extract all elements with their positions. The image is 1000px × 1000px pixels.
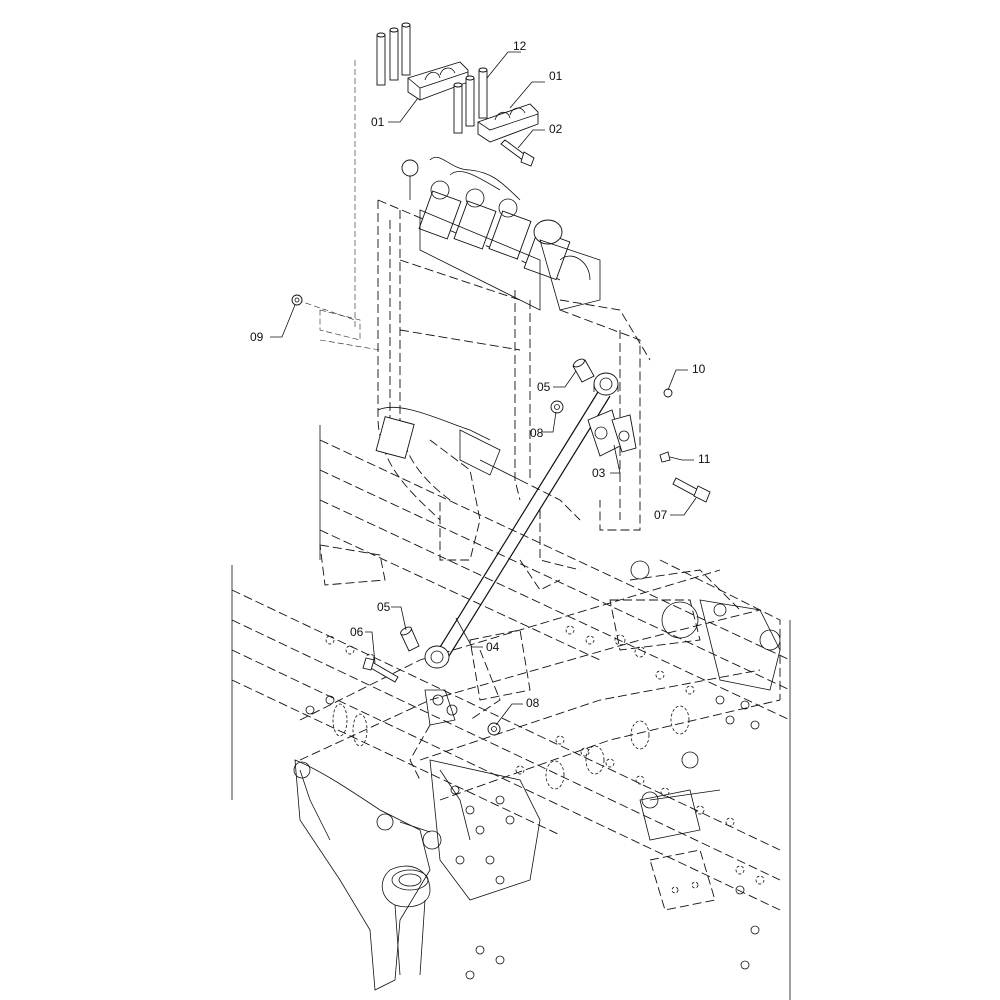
callout-06: 06 bbox=[350, 625, 364, 639]
upper-frame bbox=[296, 60, 651, 571]
clamp-bracket-right bbox=[477, 103, 539, 143]
callout-05-top: 05 bbox=[537, 380, 551, 394]
tie-rod-04 bbox=[424, 372, 619, 669]
tube-clamp-set-right bbox=[453, 67, 539, 143]
tubes-left bbox=[376, 22, 411, 86]
nut-08-top bbox=[550, 400, 564, 414]
sleeve-05-bottom bbox=[400, 626, 420, 652]
callout-08-top: 08 bbox=[530, 426, 544, 440]
callout-07: 07 bbox=[654, 508, 668, 522]
rod-eye-lower bbox=[424, 645, 450, 669]
nut-09 bbox=[291, 294, 303, 306]
bolt-06 bbox=[362, 657, 399, 683]
chassis-frame bbox=[231, 425, 791, 1000]
callout-12: 12 bbox=[513, 39, 527, 53]
bolt-02 bbox=[500, 139, 535, 167]
bracket-03 bbox=[587, 409, 637, 457]
pin-11 bbox=[659, 451, 671, 463]
lower-rod-mount bbox=[409, 689, 458, 781]
callout-05-bottom: 05 bbox=[377, 600, 391, 614]
leader-lines bbox=[270, 51, 697, 726]
callout-11: 11 bbox=[698, 452, 711, 466]
callout-labels: 12 01 01 02 09 05 10 08 11 03 07 05 06 0… bbox=[250, 39, 711, 710]
tube-clamp-set-left bbox=[376, 22, 469, 101]
sleeve-05-top bbox=[572, 358, 595, 383]
callout-03: 03 bbox=[592, 466, 606, 480]
callout-04: 04 bbox=[486, 640, 500, 654]
callout-10: 10 bbox=[692, 362, 706, 376]
callout-02: 02 bbox=[549, 122, 563, 136]
right-bolts bbox=[715, 695, 760, 970]
callout-01-top: 01 bbox=[549, 69, 563, 83]
callout-08-bottom: 08 bbox=[526, 696, 540, 710]
valve-bank bbox=[418, 156, 601, 311]
axle-bracket-assembly bbox=[293, 560, 781, 991]
bolt-07 bbox=[672, 477, 711, 503]
nut-08-bottom bbox=[487, 722, 501, 736]
washer-10 bbox=[663, 388, 673, 398]
tubes-right bbox=[453, 67, 488, 134]
rod-eye-upper bbox=[593, 372, 619, 396]
axle-bolts bbox=[305, 695, 515, 980]
callout-09: 09 bbox=[250, 330, 264, 344]
pressure-gauge bbox=[401, 159, 419, 200]
callout-01-left: 01 bbox=[371, 115, 385, 129]
